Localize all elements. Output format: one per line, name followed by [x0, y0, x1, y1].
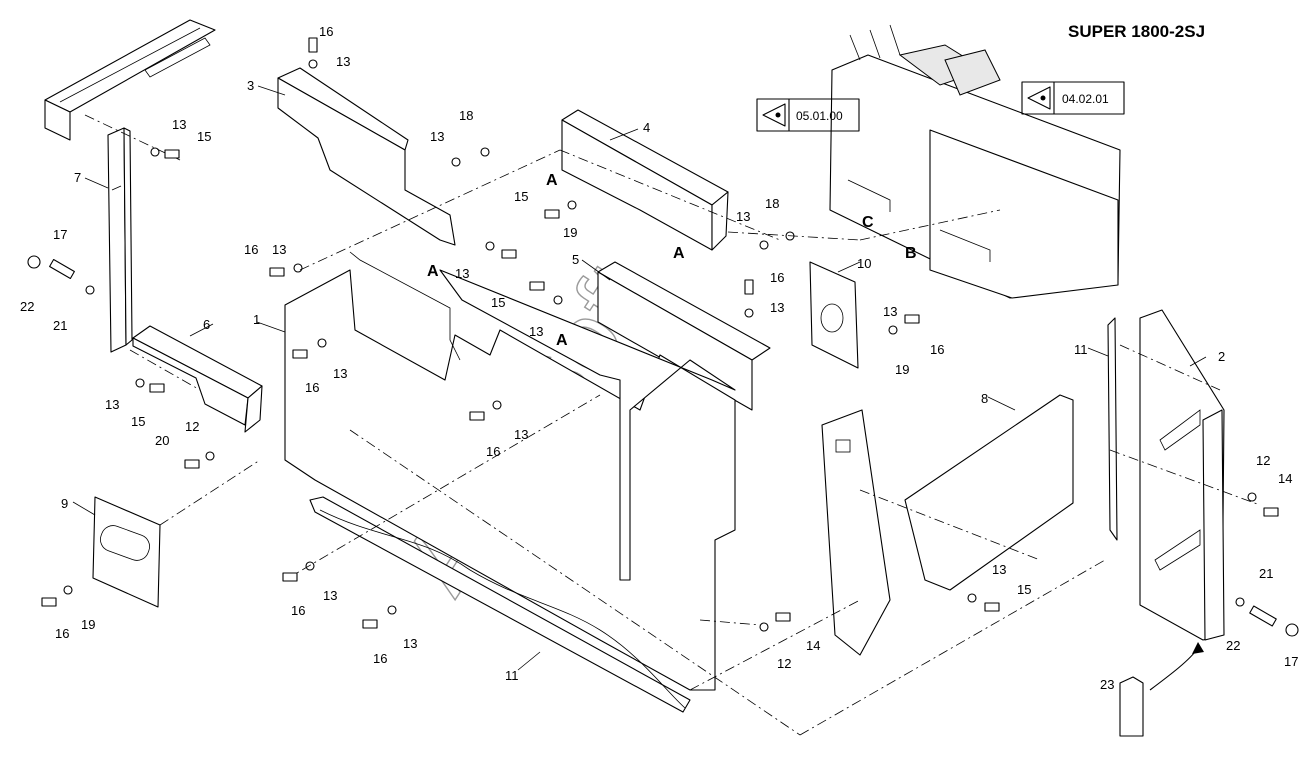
- callout-label: 16: [244, 242, 258, 257]
- part-3-cover: [277, 67, 456, 246]
- leader-lines: [72, 85, 1207, 671]
- callout-label: 6: [203, 317, 210, 332]
- assembly-lines: [84, 114, 1261, 736]
- callout-label: 13: [333, 366, 347, 381]
- callout-label: 15: [131, 414, 145, 429]
- callout-label: 4: [643, 120, 650, 135]
- callout-label: 18: [765, 196, 779, 211]
- callout-label: 22: [20, 299, 34, 314]
- callout-label: 13: [529, 324, 543, 339]
- top-right-unit: [829, 24, 1121, 299]
- callout-label: 12: [185, 419, 199, 434]
- callout-label: 13: [105, 397, 119, 412]
- callout-label: 11: [505, 668, 519, 683]
- callout-label: 14: [806, 638, 820, 653]
- section-letter-a: A: [556, 332, 568, 349]
- callout-label: 16: [930, 342, 944, 357]
- part-1-main-panel: [284, 251, 736, 691]
- callout-label: 9: [61, 496, 68, 511]
- callout-label: 13: [323, 588, 337, 603]
- callout-label: 15: [491, 295, 505, 310]
- callout-label: 23: [1100, 677, 1114, 692]
- callout-label: 2: [1218, 349, 1225, 364]
- section-letter-c: C: [862, 214, 874, 231]
- section-letter-a: A: [673, 245, 685, 262]
- callout-label: 16: [305, 380, 319, 395]
- side-gasket-panel: [821, 409, 891, 656]
- part-10-plate: [809, 261, 859, 369]
- callout-label: 14: [1278, 471, 1292, 486]
- callout-label: 19: [563, 225, 577, 240]
- fasteners: [27, 37, 1299, 637]
- reference-code: 04.02.01: [1062, 92, 1109, 106]
- callout-label: 13: [430, 129, 444, 144]
- callout-label: 13: [272, 242, 286, 257]
- callout-label: 15: [1017, 582, 1031, 597]
- section-letter-a: A: [427, 263, 439, 280]
- callout-label: 11: [1074, 342, 1088, 357]
- part-4-plate: [561, 109, 729, 251]
- part-9-plate: [92, 496, 161, 608]
- part-7-bracket: [107, 127, 133, 353]
- callout-label: 16: [291, 603, 305, 618]
- callout-label: 7: [74, 170, 81, 185]
- callout-label: 12: [777, 656, 791, 671]
- callout-label: 16: [55, 626, 69, 641]
- part-2-bracket: [1139, 309, 1225, 641]
- callout-label: 15: [197, 129, 211, 144]
- callout-label: 15: [514, 189, 528, 204]
- part-11-strip: [309, 496, 691, 713]
- part-6-bracket: [132, 325, 263, 433]
- callout-label: 19: [81, 617, 95, 632]
- callout-label: 16: [319, 24, 333, 39]
- callout-label: 19: [895, 362, 909, 377]
- callout-label: 21: [53, 318, 67, 333]
- callout-label: 13: [883, 304, 897, 319]
- part-11-right-strip: [1107, 317, 1118, 541]
- callout-label: 13: [514, 427, 528, 442]
- section-letter-a: A: [546, 172, 558, 189]
- callout-label: 10: [857, 256, 871, 271]
- callout-label: 13: [336, 54, 350, 69]
- callout-label: 13: [455, 266, 469, 281]
- section-letter-b: B: [905, 245, 917, 262]
- callout-label: 13: [172, 117, 186, 132]
- callout-label: 22: [1226, 638, 1240, 653]
- callout-label: 16: [486, 444, 500, 459]
- callout-label: 5: [572, 252, 579, 267]
- frame-rail: [44, 19, 216, 141]
- callout-label: 17: [1284, 654, 1298, 669]
- reference-view-04-02-01[interactable]: 04.02.01: [1021, 81, 1125, 115]
- callout-label: 13: [736, 209, 750, 224]
- part-23-block: [1119, 642, 1204, 737]
- callout-label: 13: [403, 636, 417, 651]
- reference-code: 05.01.00: [796, 109, 843, 123]
- part-8-plate: [904, 394, 1074, 591]
- callout-label: 13: [770, 300, 784, 315]
- callout-label: 12: [1256, 453, 1270, 468]
- callout-label: 3: [247, 78, 254, 93]
- callout-label: 13: [992, 562, 1006, 577]
- callout-label: 16: [373, 651, 387, 666]
- callout-label: 8: [981, 391, 988, 406]
- callout-label: 16: [770, 270, 784, 285]
- callout-label: 20: [155, 433, 169, 448]
- reference-view-05-01-00[interactable]: 05.01.00: [756, 98, 860, 132]
- callout-label: 21: [1259, 566, 1273, 581]
- callout-label: 18: [459, 108, 473, 123]
- callout-label: 17: [53, 227, 67, 242]
- callout-label: 1: [253, 312, 260, 327]
- diagram-title: SUPER 1800-2SJ: [1068, 22, 1205, 41]
